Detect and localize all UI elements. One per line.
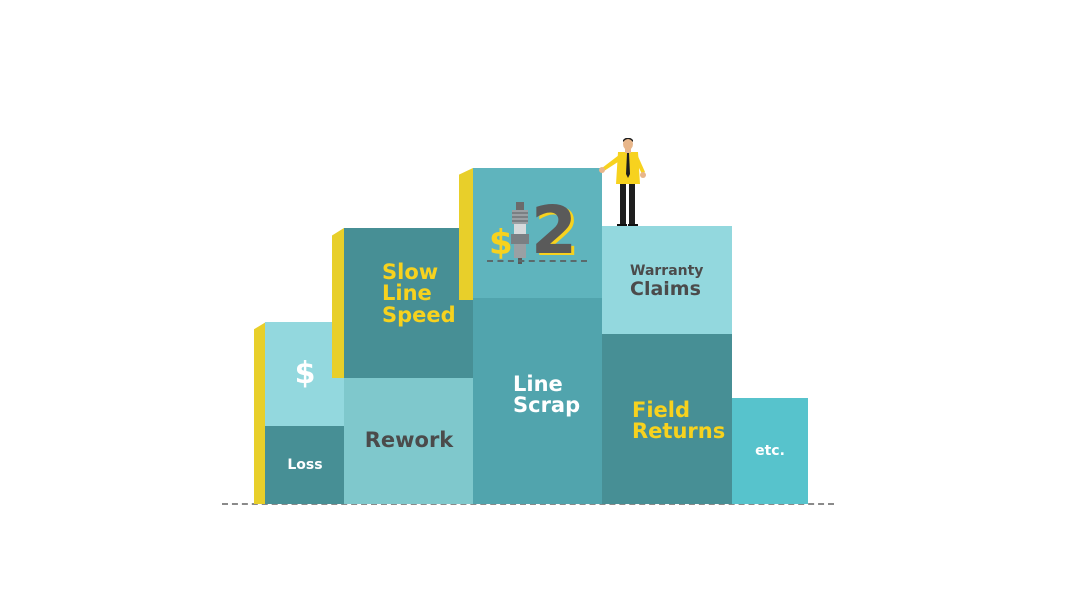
warranty-claims-label: Warranty Claims [630,264,703,300]
slow-line-speed-line3: Speed [382,302,456,327]
rework-label: Rework [364,428,454,453]
block-side-loss [254,322,266,504]
block-line-scrap: Line Scrap [473,298,602,504]
block-etc: etc. [732,398,808,504]
warranty-claims-line2: Claims [630,278,701,301]
top-cost-dash [487,260,587,262]
block-side-top [459,168,473,300]
top-cost-currency: $ [489,223,513,263]
top-cost-amount: 2 [531,192,577,269]
spark-plug-icon [511,202,529,264]
block-top-cost: $ 2 [473,168,602,298]
field-returns-line2: Returns [632,419,726,444]
etc-label: etc. [755,442,785,459]
block-side-slow [332,228,344,378]
block-slow-line-speed: Slow Line Speed [344,228,474,378]
warranty-claims-line1: Warranty [630,263,704,279]
block-dollar-small: $ [265,322,345,426]
dollar-small-label: $ [294,355,316,391]
ground-line [222,503,834,505]
line-scrap-line2: Scrap [513,393,581,418]
slow-line-speed-label: Slow Line Speed [382,260,456,327]
businessman-icon [599,138,646,228]
loss-label: Loss [287,456,323,473]
field-returns-label: Field Returns [632,398,726,444]
field-returns-line1: Field [632,398,691,422]
block-rework: Rework [344,378,474,504]
block-warranty-claims: Warranty Claims [602,226,732,334]
line-scrap-label: Line Scrap [513,372,581,418]
block-field-returns: Field Returns [602,334,732,504]
slow-line-speed-line2: Line [382,281,432,306]
slow-line-speed-line1: Slow [382,260,439,284]
line-scrap-line1: Line [513,372,563,396]
block-loss: Loss [265,426,345,504]
